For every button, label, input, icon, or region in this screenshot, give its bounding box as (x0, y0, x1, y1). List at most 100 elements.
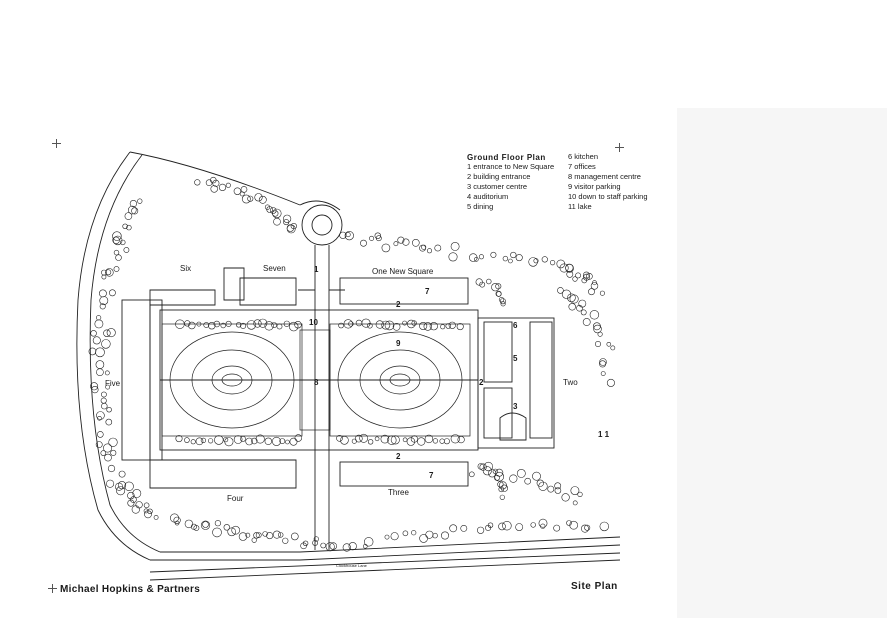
tree-avenue-north-east (423, 322, 432, 331)
customer-centre-block (483, 387, 513, 439)
tree-south (278, 532, 284, 538)
tree-south (214, 520, 221, 527)
tree-south (223, 524, 231, 531)
tree-crescent-north (496, 291, 502, 297)
tree-north (508, 258, 513, 264)
tree-south-east (547, 485, 555, 493)
tree-west (88, 347, 97, 356)
tree-avenue-north (264, 321, 274, 331)
tree-south-east (538, 481, 548, 491)
tree-avenue-north-east (445, 323, 452, 329)
tree-south (190, 523, 197, 530)
tree-south (173, 516, 181, 524)
tree-north-west (194, 179, 201, 186)
tree-north (586, 272, 593, 280)
tree-west (99, 296, 109, 305)
tree-south (255, 532, 262, 538)
tree-west (96, 368, 104, 377)
building-label-three: Three (388, 488, 409, 497)
tree-avenue-north-east (448, 321, 456, 329)
tree-north-west (247, 195, 254, 202)
approach-road-north (129, 151, 301, 206)
tree-avenue-north (208, 322, 216, 330)
tree-north (549, 260, 556, 266)
tree-west (120, 239, 126, 246)
tree-avenue-north (184, 320, 191, 327)
tree-avenue-south-east (380, 434, 390, 444)
tree-south (449, 524, 458, 533)
tree-east (582, 318, 591, 326)
roundabout-island (311, 214, 333, 236)
tree-west (99, 303, 106, 310)
tree-north (541, 256, 548, 263)
tree-avenue-south (285, 439, 290, 445)
key-9: 9 (396, 339, 401, 348)
tree-avenue-south (245, 437, 253, 446)
tree-avenue-south (208, 438, 214, 444)
tree-south (530, 522, 536, 528)
tree-south (566, 520, 572, 526)
tree-east (578, 299, 587, 308)
tree-east (606, 378, 615, 387)
building-label-four: Four (227, 494, 244, 503)
tree-north (411, 239, 420, 247)
tree-west (108, 437, 118, 447)
tree-south (251, 537, 257, 543)
tree-east (594, 340, 601, 347)
tree-west (99, 289, 107, 298)
tree-avenue-south-east (402, 437, 408, 443)
tree-avenue-south (224, 437, 234, 447)
tree-south (390, 532, 399, 541)
tree-south (384, 534, 390, 540)
tree-west (105, 269, 112, 276)
tree-west (115, 482, 124, 491)
tree-avenue-south (184, 437, 190, 443)
tree-north (583, 273, 590, 281)
west-garden-centre (221, 373, 243, 387)
tree-crescent-south (500, 484, 509, 492)
kitchen-block (483, 321, 513, 383)
tree-west (107, 464, 116, 473)
tree-avenue-south (251, 437, 258, 445)
tree-avenue-south (233, 435, 243, 444)
legend-item: 10 down to staff parking (568, 192, 648, 201)
legend-item: 6 kitchen (568, 152, 599, 161)
tree-north-west (241, 194, 251, 204)
tree-avenue-north-east (355, 319, 363, 327)
tree-south (227, 527, 236, 537)
tree-crescent-north (491, 283, 500, 292)
tree-south (245, 532, 251, 538)
tree-avenue-south-east (410, 435, 419, 443)
tree-north (402, 238, 410, 246)
key-2-bottom: 2 (396, 452, 401, 461)
building-label-six: Six (180, 264, 192, 273)
tree-south (540, 523, 546, 529)
key-3: 3 (513, 402, 518, 411)
tree-west (100, 397, 107, 404)
tree-north-west (225, 182, 231, 188)
tree-north-west (210, 185, 218, 193)
tree-avenue-south-east (336, 434, 343, 442)
tree-west (104, 453, 112, 462)
tree-avenue-south (289, 437, 298, 446)
legend-item: 2 building entrance (467, 172, 531, 181)
tree-west (131, 207, 139, 215)
tree-avenue-south (175, 435, 183, 443)
perimeter-road-west-edge (89, 154, 161, 553)
tree-south (569, 520, 579, 530)
tree-crescent-north (499, 298, 506, 305)
tree-north (572, 276, 578, 282)
key-5: 5 (513, 354, 518, 363)
tree-avenue-north (276, 323, 283, 330)
legend-item: 7 offices (568, 162, 596, 171)
tree-west (124, 481, 134, 491)
gatehouse (223, 267, 245, 301)
tree-avenue-south-east (351, 438, 357, 444)
registration-mark-bl (48, 584, 57, 593)
tree-avenue-south-east (374, 436, 380, 442)
tree-west (101, 391, 107, 398)
tree-south-east (570, 486, 580, 495)
tree-south (487, 522, 494, 528)
tree-south (460, 525, 468, 532)
auditorium (499, 412, 527, 441)
